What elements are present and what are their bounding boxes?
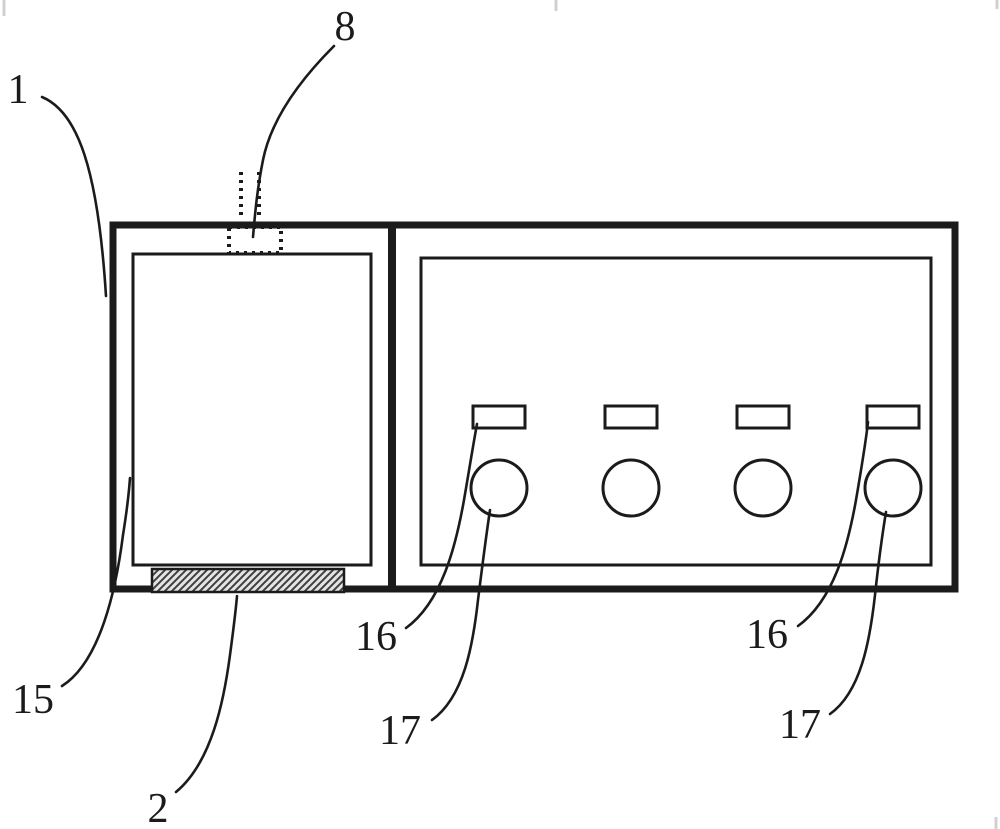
leader-line-16-right	[796, 420, 870, 628]
leader-line-16-left	[404, 422, 479, 630]
leader-line-15	[60, 476, 132, 688]
hatched-plate	[150, 567, 346, 594]
label-8: 8	[335, 4, 356, 50]
knob-circle-row	[469, 458, 923, 518]
knob-circle	[469, 458, 529, 518]
left-chamber-outline	[131, 252, 373, 567]
knob-circle	[863, 458, 923, 518]
label-1: 1	[8, 67, 29, 113]
indicator-rect-row	[471, 404, 921, 430]
indicator-rect	[865, 404, 921, 430]
indicator-rect	[735, 404, 791, 430]
leader-line-17-left	[430, 508, 492, 722]
label-17-right: 17	[779, 702, 821, 748]
knob-circle	[601, 458, 661, 518]
label-16-left: 16	[355, 614, 397, 660]
label-16-right: 16	[746, 612, 788, 658]
dotted-inlet-box	[227, 225, 283, 255]
device-housing-outline	[109, 221, 959, 593]
leader-line-17-right	[828, 510, 888, 716]
knob-circle	[733, 458, 793, 518]
label-17-left: 17	[379, 708, 421, 754]
leader-line-8	[251, 44, 336, 239]
leader-line-1	[40, 95, 108, 298]
indicator-rect	[471, 404, 527, 430]
label-2: 2	[148, 786, 169, 829]
indicator-rect	[603, 404, 659, 430]
label-15: 15	[12, 677, 54, 723]
leader-line-2	[174, 594, 239, 794]
